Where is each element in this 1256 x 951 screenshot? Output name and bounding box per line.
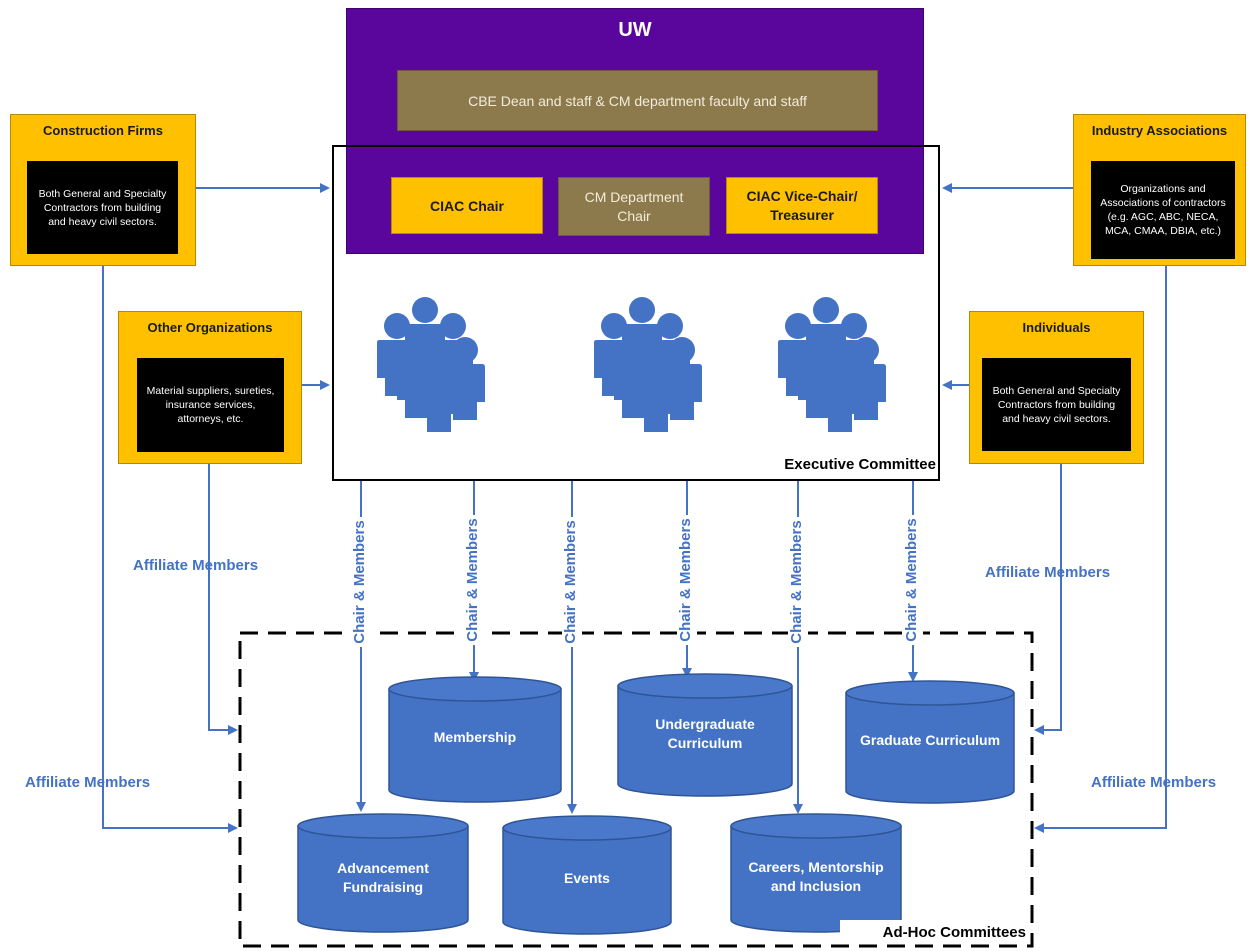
ad-hoc-committees-label: Ad-Hoc Committees bbox=[840, 920, 1026, 944]
other-organizations-description: Material suppliers, sureties, insurance … bbox=[137, 358, 284, 452]
chair-members-label-2: Chair & Members bbox=[464, 515, 484, 645]
industry-associations-title: Industry Associations bbox=[1091, 123, 1228, 138]
individuals-box: Individuals Both General and Specialty C… bbox=[969, 311, 1144, 464]
other-organizations-title: Other Organizations bbox=[147, 320, 273, 335]
construction-firms-title: Construction Firms bbox=[43, 123, 163, 138]
careers-mentorship-label: Careers, Mentorship and Inclusion bbox=[748, 859, 884, 894]
cylinder-events bbox=[502, 815, 672, 935]
uw-title: UW bbox=[618, 18, 652, 41]
chair-members-label-1: Chair & Members bbox=[351, 517, 371, 647]
executive-committee-box bbox=[332, 145, 940, 481]
affiliate-paths bbox=[102, 266, 1167, 833]
advancement-fundraising-label: Advancement Fundraising bbox=[337, 860, 429, 895]
cylinder-careers bbox=[730, 813, 902, 933]
undergraduate-curriculum-label: Undergraduate Curriculum bbox=[655, 716, 755, 751]
construction-firms-description: Both General and Specialty Contractors f… bbox=[27, 161, 178, 254]
chair-members-label-3: Chair & Members bbox=[562, 517, 582, 647]
other-organizations-box: Other Organizations Material suppliers, … bbox=[118, 311, 302, 464]
affiliate-members-label-left-upper: Affiliate Members bbox=[133, 557, 259, 574]
events-label: Events bbox=[564, 869, 610, 886]
cylinder-graduate bbox=[845, 680, 1015, 804]
individuals-title: Individuals bbox=[1022, 320, 1091, 335]
construction-firms-box: Construction Firms Both General and Spec… bbox=[10, 114, 196, 266]
side-arrows bbox=[196, 183, 1073, 390]
industry-associations-description: Organizations and Associations of contra… bbox=[1091, 161, 1235, 259]
graduate-curriculum-label: Graduate Curriculum bbox=[859, 731, 1001, 748]
chair-members-label-4: Chair & Members bbox=[677, 515, 697, 645]
affiliate-members-label-right-upper: Affiliate Members bbox=[985, 564, 1111, 581]
ciac-vice-chair-box: CIAC Vice-Chair/ Treasurer bbox=[726, 177, 878, 234]
cylinder-undergraduate bbox=[617, 673, 793, 797]
cm-department-chair-box: CM Department Chair bbox=[558, 177, 710, 236]
dean-staff-box: CBE Dean and staff & CM department facul… bbox=[397, 70, 878, 131]
chair-members-label-5: Chair & Members bbox=[788, 517, 808, 647]
ciac-chair-box: CIAC Chair bbox=[391, 177, 543, 234]
cylinder-advancement bbox=[297, 813, 469, 933]
executive-committee-label: Executive Committee bbox=[784, 455, 936, 473]
chair-members-label-6: Chair & Members bbox=[903, 515, 923, 645]
individuals-description: Both General and Specialty Contractors f… bbox=[982, 358, 1131, 451]
membership-label: Membership bbox=[433, 728, 517, 745]
affiliate-members-label-left-lower: Affiliate Members bbox=[25, 774, 151, 791]
affiliate-members-label-right-lower: Affiliate Members bbox=[1091, 774, 1217, 791]
ad-hoc-boundary bbox=[238, 631, 1034, 948]
cylinder-membership bbox=[388, 676, 562, 803]
industry-associations-box: Industry Associations Organizations and … bbox=[1073, 114, 1246, 266]
